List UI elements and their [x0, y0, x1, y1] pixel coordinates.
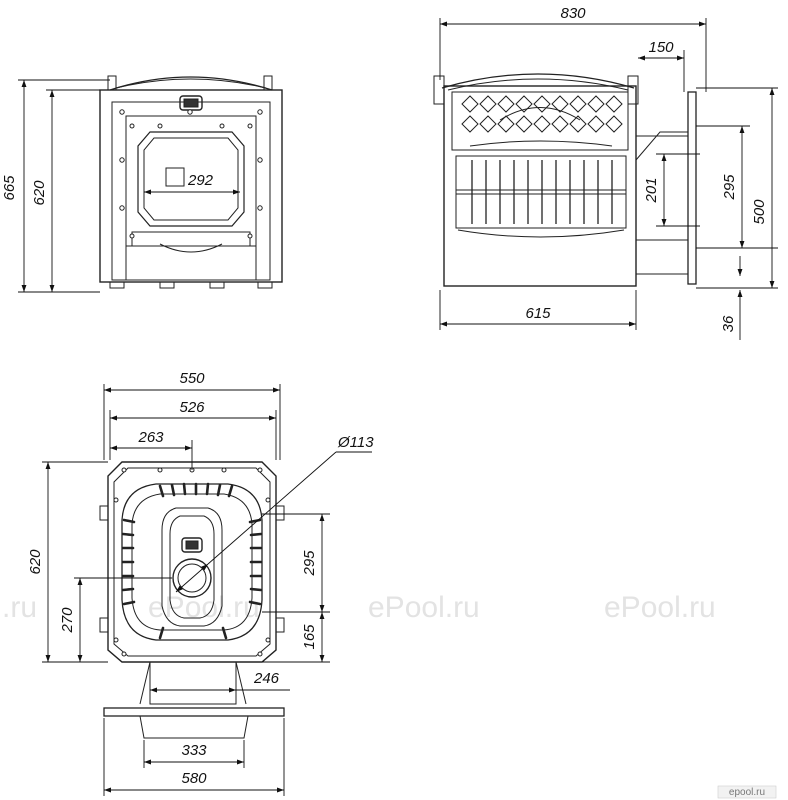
top-depth-total-label: 620: [27, 549, 44, 575]
front-view: [99, 75, 283, 289]
front-door-width-label: 292: [187, 172, 214, 189]
side-view: [433, 73, 697, 287]
top-width-total-label: 550: [179, 370, 205, 387]
top-view: [99, 461, 285, 739]
side-opening-height-label: 201: [643, 177, 660, 203]
top-view-dimensions: [42, 384, 372, 796]
watermark-2: ePool.ru: [148, 591, 260, 624]
side-tunnel-height-label: 295: [721, 174, 738, 201]
top-chimney-diameter-label: Ø113: [337, 434, 374, 451]
top-width-body-label: 526: [179, 399, 205, 416]
front-view-dimensions: [18, 79, 240, 293]
top-tunnel-bottom-label: 165: [301, 624, 318, 650]
watermark-3: ePool.ru: [368, 591, 480, 624]
watermarks: .ru ePool.ru ePool.ru ePool.ru: [2, 591, 716, 624]
top-frame-width-label: 580: [181, 770, 207, 787]
front-height-body-label: 620: [31, 180, 48, 206]
front-height-total-label: 665: [1, 175, 18, 201]
top-frame-inner-width-label: 333: [181, 742, 207, 759]
top-tunnel-width-label: 246: [253, 670, 280, 687]
side-view-dimensions: [439, 18, 778, 340]
watermark-1: .ru: [2, 591, 37, 624]
side-length-total-label: 830: [560, 5, 586, 22]
side-tunnel-bottom-label: 36: [720, 315, 737, 332]
side-tunnel-length-label: 150: [648, 39, 674, 56]
top-chimney-depth-label: 270: [59, 607, 76, 634]
side-body-length-label: 615: [525, 305, 551, 322]
logo-text: epool.ru: [729, 787, 765, 798]
top-tunnel-height-label: 295: [301, 550, 318, 577]
watermark-4: ePool.ru: [604, 591, 716, 624]
top-chimney-offset-label: 263: [137, 429, 164, 446]
logo-badge: [717, 785, 777, 799]
side-tunnel-top-label: 500: [751, 199, 768, 225]
